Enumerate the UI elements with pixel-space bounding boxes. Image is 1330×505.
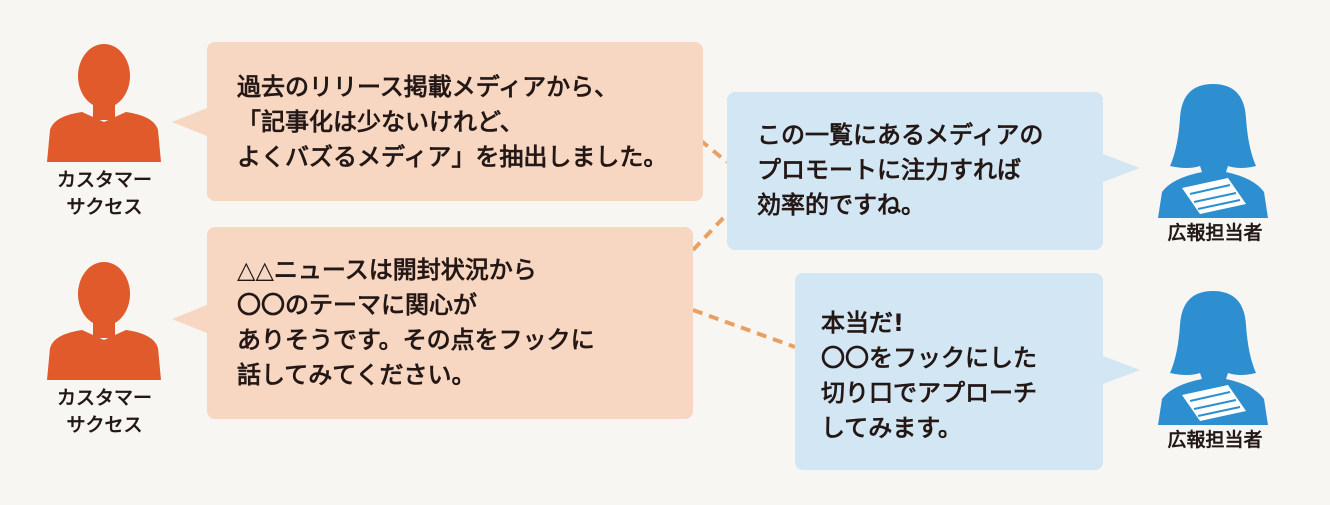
pr-person-top-label: 広報担当者 <box>1167 222 1263 244</box>
pr-message-1: この一覧にあるメディアの プロモートに注力すれば 効率的ですね。 <box>727 92 1103 250</box>
customer-success-top <box>42 30 167 162</box>
pr-person-bottom-label: 広報担当者 <box>1167 429 1263 451</box>
pr-person-bottom <box>1150 285 1276 425</box>
customer-message-2: △△ニュースは開封状況から 〇〇のテーマに関心が ありそうです。その点をフックに… <box>207 227 693 419</box>
customer-message-1: 過去のリリース掲載メディアから、 「記事化は少ないけれど、 よくバズるメディア」… <box>207 42 703 201</box>
person-silhouette-icon <box>47 44 161 162</box>
pr-message-2: 本当だ! 〇〇をフックにした 切り口でアプローチ してみます。 <box>795 273 1103 470</box>
person-silhouette-icon <box>47 262 161 380</box>
connector-cs2-pr1 <box>691 212 729 252</box>
customer-success-top-label: カスタマー サクセス <box>56 169 152 218</box>
customer-success-bottom-label: カスタマー サクセス <box>56 387 152 436</box>
pr-person-top <box>1150 78 1276 218</box>
bubble-tail-cs2 <box>172 305 207 333</box>
connector-cs2-pr2 <box>692 308 796 349</box>
connector-cs1-pr1 <box>698 138 729 164</box>
customer-success-bottom <box>42 248 167 380</box>
bubble-tail-pr2 <box>1103 356 1140 384</box>
bubble-tail-cs1 <box>172 108 207 136</box>
woman-silhouette-icon <box>1158 84 1268 218</box>
woman-silhouette-icon <box>1158 291 1268 425</box>
bubble-tail-pr1 <box>1103 154 1140 182</box>
